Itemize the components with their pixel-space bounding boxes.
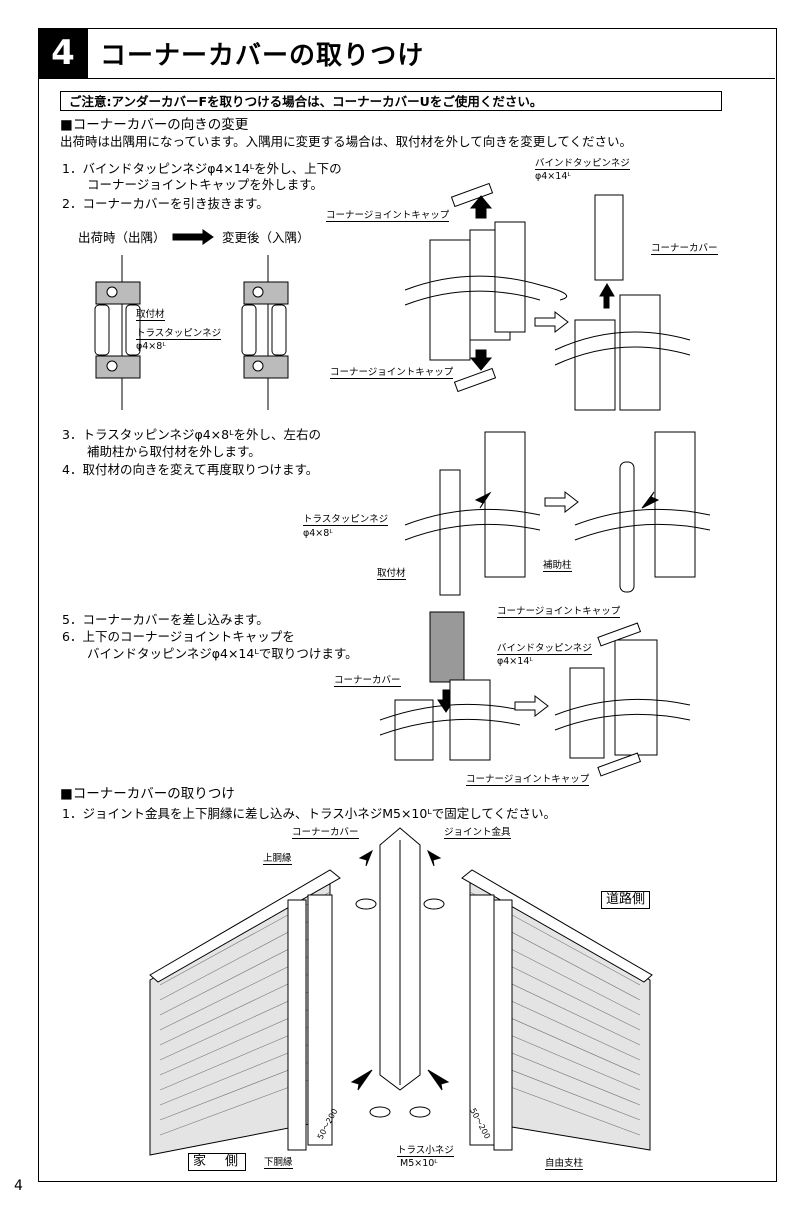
install-step-1: 1．ジョイント金具を上下胴縁に差し込み、トラス小ネジM5×10ᴸで固定してくださ… bbox=[62, 806, 556, 821]
label-bottom-rail: 下胴縁 bbox=[264, 1157, 293, 1169]
step-5: 5．コーナーカバーを差し込みます。 bbox=[62, 612, 269, 627]
label-phi4x14-1: φ4×14ᴸ bbox=[535, 171, 571, 182]
label-joint-cap-2: コーナージョイントキャップ bbox=[330, 367, 454, 379]
label-phi4x8-2: φ4×8ᴸ bbox=[303, 528, 333, 539]
changed-label: 変更後（入隅） bbox=[222, 230, 310, 245]
step-4: 4．取付材の向きを変えて再度取りつけます。 bbox=[62, 462, 319, 477]
step-6-line-2: バインドタッピンネジφ4×14ᴸで取りつけます。 bbox=[62, 646, 358, 661]
label-corner-cover-2: コーナーカバー bbox=[334, 675, 401, 687]
step-2: 2．コーナーカバーを引き抜きます。 bbox=[62, 196, 269, 211]
install-heading: ■コーナーカバーの取りつけ bbox=[60, 786, 235, 802]
label-truss-screw-1: トラスタッピンネジ bbox=[136, 328, 222, 340]
step-6-line-1: 6．上下のコーナージョイントキャップを bbox=[62, 629, 295, 644]
label-truss-screw-2: トラスタッピンネジ bbox=[303, 514, 389, 526]
label-free-post: 自由支柱 bbox=[545, 1158, 584, 1170]
post-diagram-changed bbox=[241, 255, 289, 410]
caution-box: ご注意:アンダーカバーFを取りつける場合は、コーナーカバーUをご使用ください。 bbox=[60, 91, 722, 111]
ship-label: 出荷時（出隅） bbox=[78, 230, 166, 245]
title-bar: 4 コーナーカバーの取りつけ bbox=[38, 28, 775, 79]
house-side-label: 家 側 bbox=[188, 1153, 247, 1171]
label-toritsuke-2: 取付材 bbox=[377, 568, 406, 580]
label-joint-cap-3: コーナージョイントキャップ bbox=[497, 606, 621, 618]
label-corner-cover-3: コーナーカバー bbox=[292, 827, 359, 839]
step-3-line-2: 補助柱から取付材を外します。 bbox=[62, 444, 261, 459]
section-number: 4 bbox=[38, 28, 88, 78]
step-1-line-1: 1．バインドタッピンネジφ4×14ᴸを外し、上下の bbox=[62, 161, 342, 176]
page-frame bbox=[38, 28, 777, 1182]
road-side-label: 道路側 bbox=[601, 891, 651, 909]
page-number: 4 bbox=[14, 1178, 23, 1194]
diagram-fence-corner bbox=[149, 827, 653, 1156]
page-title: コーナーカバーの取りつけ bbox=[100, 41, 425, 71]
label-hojo: 補助柱 bbox=[543, 560, 572, 572]
label-phi4x8-1: φ4×8ᴸ bbox=[136, 341, 166, 352]
label-joint-cap-4: コーナージョイントキャップ bbox=[466, 774, 590, 786]
diagram-bracket bbox=[404, 431, 711, 596]
orientation-heading: ■コーナーカバーの向きの変更 bbox=[60, 117, 249, 133]
label-corner-cover-1: コーナーカバー bbox=[651, 243, 718, 255]
diagram-cap-removal bbox=[404, 182, 691, 411]
post-diagram-ship bbox=[94, 255, 141, 410]
label-phi4x14-2: φ4×14ᴸ bbox=[497, 656, 533, 667]
label-bind-screw-1: バインドタッピンネジ bbox=[535, 158, 630, 170]
label-m5x10: M5×10ᴸ bbox=[400, 1158, 438, 1169]
step-1-line-2: コーナージョイントキャップを外します。 bbox=[62, 177, 324, 192]
orientation-intro: 出荷時は出隅用になっています。入隅用に変更する場合は、取付材を外して向きを変更し… bbox=[60, 134, 633, 149]
label-toritsuke-1: 取付材 bbox=[136, 309, 165, 321]
diagram-insert bbox=[379, 611, 691, 777]
step-3-line-1: 3．トラスタッピンネジφ4×8ᴸを外し、左右の bbox=[62, 427, 321, 442]
label-joint-metal: ジョイント金具 bbox=[444, 827, 511, 839]
label-top-rail: 上胴縁 bbox=[263, 853, 292, 865]
right-arrow-icon bbox=[172, 229, 214, 245]
label-bind-screw-2: バインドタッピンネジ bbox=[497, 643, 592, 655]
label-joint-cap-1: コーナージョイントキャップ bbox=[326, 210, 450, 222]
label-truss-small: トラス小ネジ bbox=[397, 1145, 454, 1157]
